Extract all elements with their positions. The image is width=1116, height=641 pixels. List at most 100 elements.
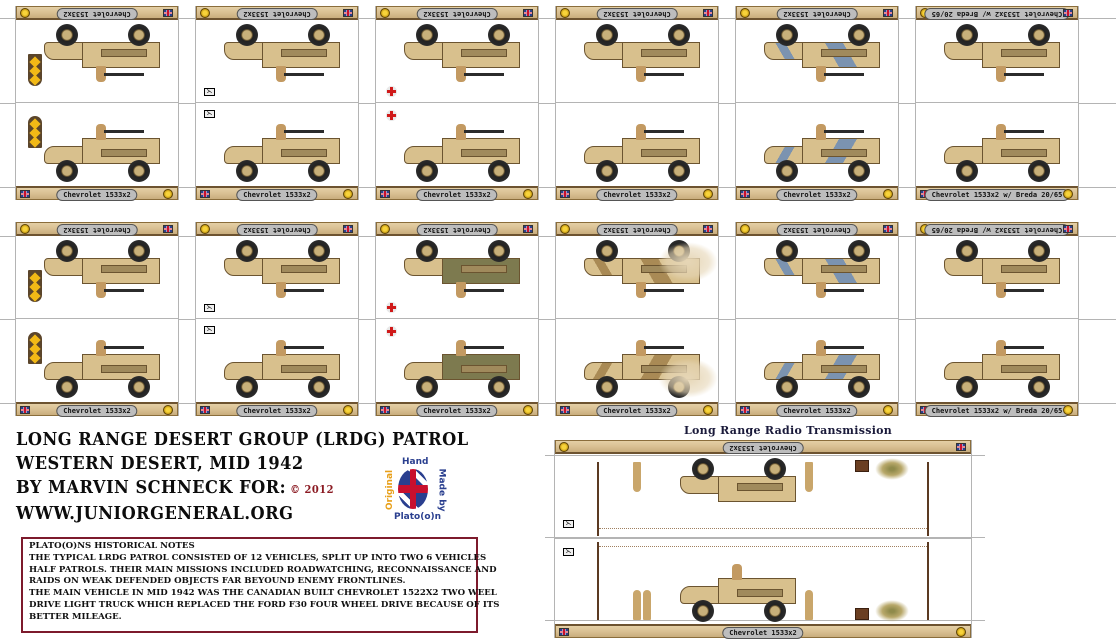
soldier-figure	[633, 462, 641, 492]
gold-medal-icon	[1063, 189, 1073, 199]
union-jack-icon	[559, 628, 569, 636]
card-top-strip: Chevrolet 1533x2 w/ Breda 20/65	[916, 6, 1078, 20]
card-top-strip: Chevrolet 1533x2	[376, 6, 538, 20]
title-block: Long Range Desert Group (LRDG) Patrol We…	[16, 428, 469, 526]
card-top-strip: Chevrolet 1533x2	[736, 6, 898, 20]
website-link[interactable]: www.juniorgeneral.org	[16, 503, 294, 524]
red-cross-icon	[386, 86, 397, 97]
desert-bush	[875, 458, 909, 480]
red-cross-icon	[386, 326, 397, 337]
card-bottom-strip: Chevrolet 1533x2	[556, 402, 718, 417]
card-top-strip: Chevrolet 1533x2	[736, 222, 898, 236]
vehicle-nameplate: Chevrolet 1533x2	[56, 189, 138, 201]
fold-line	[376, 102, 538, 103]
card-bottom-strip: Chevrolet 1533x2	[555, 624, 971, 639]
vehicle-nameplate: Chevrolet 1533x2	[722, 442, 804, 454]
radio-icon: ⋋	[204, 88, 215, 96]
badge-right-text: Made by	[436, 468, 447, 512]
fold-line	[736, 102, 898, 103]
union-jack-icon	[883, 9, 893, 17]
union-jack-icon	[703, 225, 713, 233]
vehicle-nameplate: Chevrolet 1533x2	[236, 189, 318, 201]
card-bottom-strip: Chevrolet 1533x2	[376, 402, 538, 417]
red-cross-icon	[386, 302, 397, 313]
truck-top-view	[584, 24, 700, 82]
union-jack-icon	[560, 190, 570, 198]
radio-icon: ⋋	[563, 520, 574, 528]
truck-side-view	[224, 340, 340, 398]
vehicle-nameplate: Chevrolet 1533x2	[56, 224, 138, 236]
truck-side-view	[584, 124, 700, 182]
union-jack-icon	[343, 225, 353, 233]
union-jack-icon	[560, 406, 570, 414]
badge-left-text: Original	[385, 469, 396, 511]
card-top-strip: Chevrolet 1533x2	[376, 222, 538, 236]
rank-insignia-icon	[28, 54, 42, 86]
union-jack-icon	[163, 9, 173, 17]
fold-line	[556, 102, 718, 103]
card-top-strip: Chevrolet 1533x2	[556, 222, 718, 236]
vehicle-nameplate: Chevrolet 1533x2	[416, 224, 498, 236]
vehicle-nameplate: Chevrolet 1533x2 w/ Breda 20/65	[924, 189, 1070, 201]
radio-truck-top	[680, 458, 796, 516]
card-top-strip: Chevrolet 1533x2	[555, 440, 971, 454]
vehicle-counter-card: Chevrolet 1533x2⋋⋋Chevrolet 1533x2	[195, 222, 359, 417]
card-top-strip: Chevrolet 1533x2	[16, 222, 178, 236]
union-jack-icon	[20, 406, 30, 414]
vehicle-counter-card: Chevrolet 1533x2⋋⋋Chevrolet 1533x2	[195, 6, 359, 201]
gold-medal-icon	[163, 189, 173, 199]
fold-line	[16, 102, 178, 103]
radio-icon: ⋋	[563, 548, 574, 556]
union-jack-icon	[883, 225, 893, 233]
notes-line: half patrols. Their main missions includ…	[29, 564, 497, 575]
card-top-strip: Chevrolet 1533x2 w/ Breda 20/65	[916, 222, 1078, 236]
vehicle-nameplate: Chevrolet 1533x2	[236, 8, 318, 20]
vehicle-nameplate: Chevrolet 1533x2	[596, 405, 678, 417]
author-label: By Marvin Schneck for:	[16, 477, 287, 498]
truck-top-view	[224, 24, 340, 82]
truck-top-view	[44, 240, 160, 298]
truck-top-view	[404, 240, 520, 298]
gold-medal-icon	[740, 8, 750, 18]
truck-side-view	[44, 124, 160, 182]
fold-line	[196, 318, 358, 319]
card-top-strip: Chevrolet 1533x2	[556, 6, 718, 20]
union-jack-icon	[343, 9, 353, 17]
union-jack-icon	[380, 190, 390, 198]
antenna-wire	[599, 528, 927, 530]
radio-transmission-card: Chevrolet 1533x2 ⋋ ⋋ Chevrolet 1533x2	[554, 440, 972, 639]
fold-line	[16, 318, 178, 319]
desert-bush	[875, 600, 909, 622]
copyright: © 2012	[290, 483, 335, 496]
badge-bottom-text: Plato(o)n	[394, 512, 442, 522]
antenna-wire	[599, 546, 927, 548]
fold-line	[196, 102, 358, 103]
supply-crate	[855, 608, 869, 620]
badge-top-text: Hand	[402, 457, 429, 467]
vehicle-nameplate: Chevrolet 1533x2	[776, 224, 858, 236]
truck-top-view	[764, 24, 880, 82]
union-jack-portrait-icon	[398, 469, 428, 509]
truck-top-view	[764, 240, 880, 298]
truck-side-view	[944, 124, 1060, 182]
card-bottom-strip: Chevrolet 1533x2	[16, 402, 178, 417]
gold-medal-icon	[200, 224, 210, 234]
antenna-pole	[927, 542, 929, 620]
union-jack-icon	[1063, 9, 1073, 17]
union-jack-icon	[956, 443, 966, 451]
truck-top-view	[944, 24, 1060, 82]
soldier-figure	[643, 590, 651, 620]
radio-icon: ⋋	[204, 326, 215, 334]
truck-side-view	[404, 340, 520, 398]
notes-line: raids on weak defended objects far beyou…	[29, 576, 406, 587]
truck-top-view	[944, 240, 1060, 298]
gold-medal-icon	[523, 405, 533, 415]
soldier-figure	[633, 590, 641, 620]
vehicle-nameplate: Chevrolet 1533x2	[416, 405, 498, 417]
